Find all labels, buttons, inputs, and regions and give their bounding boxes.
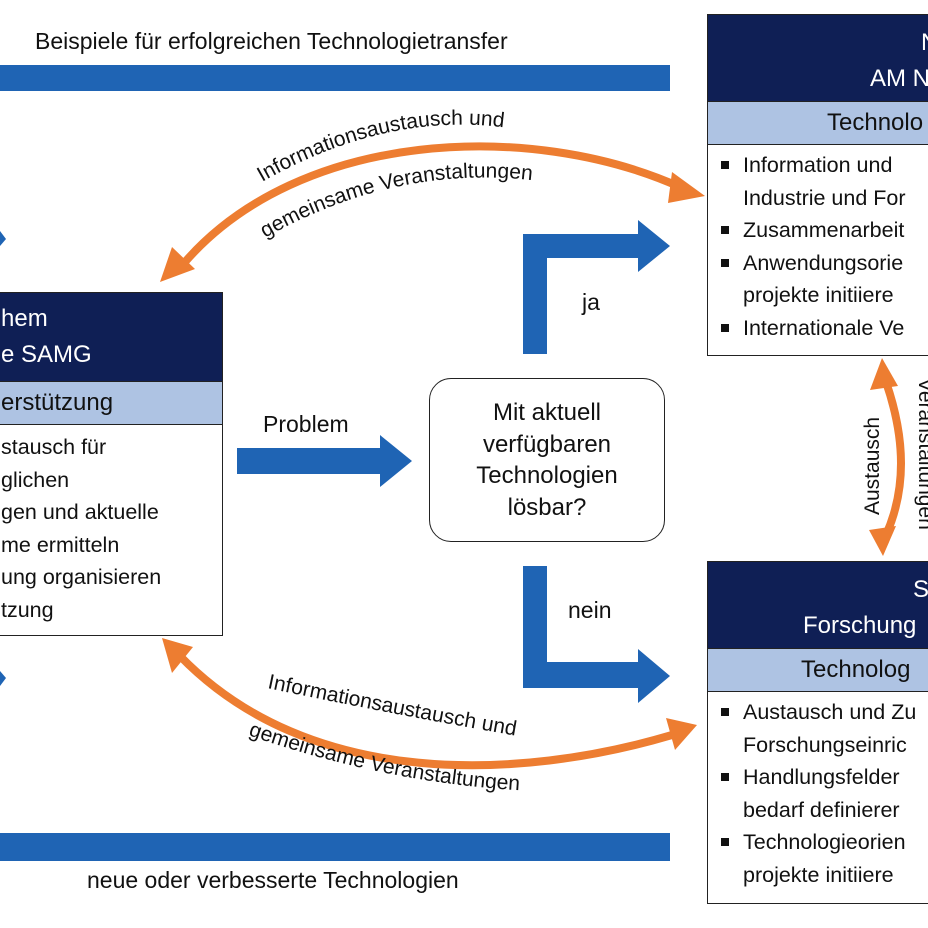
vertical-curve-arrowhead-top bbox=[870, 358, 898, 390]
left-box-item: gen und aktuelle bbox=[1, 500, 159, 524]
left-box-item: me ermitteln bbox=[1, 532, 120, 557]
vertical-curve-arrow bbox=[882, 380, 905, 537]
bottom-right-box-title-line-2: Forschung bbox=[803, 612, 917, 639]
bottom-banner-label: neue oder verbesserte Technologien bbox=[87, 867, 459, 893]
left-arrowhead-bottom bbox=[0, 671, 6, 686]
bottom-curve-arrow bbox=[177, 653, 674, 770]
left-box-item: ung organisieren bbox=[1, 565, 162, 589]
decision-box: Mit aktuell verfügbaren Technologien lös… bbox=[429, 378, 665, 542]
top-curve-arrow bbox=[181, 142, 682, 265]
top-banner-bar bbox=[0, 65, 670, 91]
left-box-header: hem e SAMG bbox=[0, 293, 222, 381]
ja-label: ja bbox=[582, 289, 600, 315]
top-right-box-item: Internationale Ve bbox=[708, 312, 928, 345]
vertical-label-austausch: Austausch bbox=[861, 417, 884, 515]
left-box: hem e SAMG erstützung stausch für gliche… bbox=[0, 292, 223, 636]
decision-line: Mit aktuell bbox=[492, 399, 602, 426]
left-box-list: stausch für glichen gen und aktuelle me … bbox=[0, 425, 222, 626]
problem-arrow bbox=[237, 435, 412, 487]
left-box-title-line-2: e SAMG bbox=[1, 341, 92, 368]
decision-line: lösbar? bbox=[507, 493, 587, 521]
top-right-box-title-line-2: AM N bbox=[870, 65, 928, 92]
bottom-right-box-header: S Forschung bbox=[708, 562, 928, 648]
vertical-curve-arrowhead-bottom bbox=[869, 526, 896, 556]
top-right-box-subtitle: Technolo bbox=[708, 101, 928, 145]
top-curve-label-2: gemeinsame Veranstaltungen bbox=[256, 159, 534, 242]
nein-label: nein bbox=[568, 597, 612, 623]
nein-arrow bbox=[523, 566, 670, 703]
ja-arrow bbox=[523, 220, 670, 354]
top-right-box-item: Zusammenarbeit bbox=[708, 214, 928, 247]
decision-line: verfügbaren bbox=[482, 430, 612, 458]
svg-text:gemeinsame Veranstaltungen: gemeinsame Veranstaltungen bbox=[256, 159, 534, 242]
bottom-right-box-title-line-1: S bbox=[913, 576, 928, 603]
bottom-banner-bar bbox=[0, 833, 670, 861]
svg-text:Informationsaustausch und: Informationsaustausch und bbox=[266, 670, 518, 740]
top-curve-arrowhead-right bbox=[668, 172, 705, 203]
left-box-item: stausch für bbox=[1, 435, 107, 459]
bottom-curve-arrowhead-right bbox=[666, 718, 697, 750]
problem-label: Problem bbox=[263, 411, 349, 437]
vertical-label-veranstaltungen: Veranstaltungen bbox=[914, 378, 928, 530]
left-box-item: tzung bbox=[1, 597, 54, 622]
top-banner-label: Beispiele für erfolgreichen Technologiet… bbox=[35, 28, 508, 54]
left-box-subtitle: erstützung bbox=[0, 381, 222, 425]
top-right-box: N AM N Technolo Information undIndustrie… bbox=[707, 14, 928, 356]
bottom-curve-label-1: Informationsaustausch und bbox=[266, 670, 518, 740]
left-arrowhead-top bbox=[0, 231, 6, 246]
bottom-right-box-subtitle: Technolog bbox=[708, 648, 928, 692]
decision-line: Technologien bbox=[476, 462, 618, 489]
top-right-box-header: N AM N bbox=[708, 15, 928, 101]
top-right-box-title-line-1: N bbox=[708, 25, 928, 61]
top-curve-arrowhead-left bbox=[160, 247, 195, 282]
left-box-title-line-1: hem bbox=[1, 305, 48, 332]
bottom-curve-arrowhead-left bbox=[162, 638, 193, 673]
left-box-item: glichen bbox=[1, 467, 70, 492]
